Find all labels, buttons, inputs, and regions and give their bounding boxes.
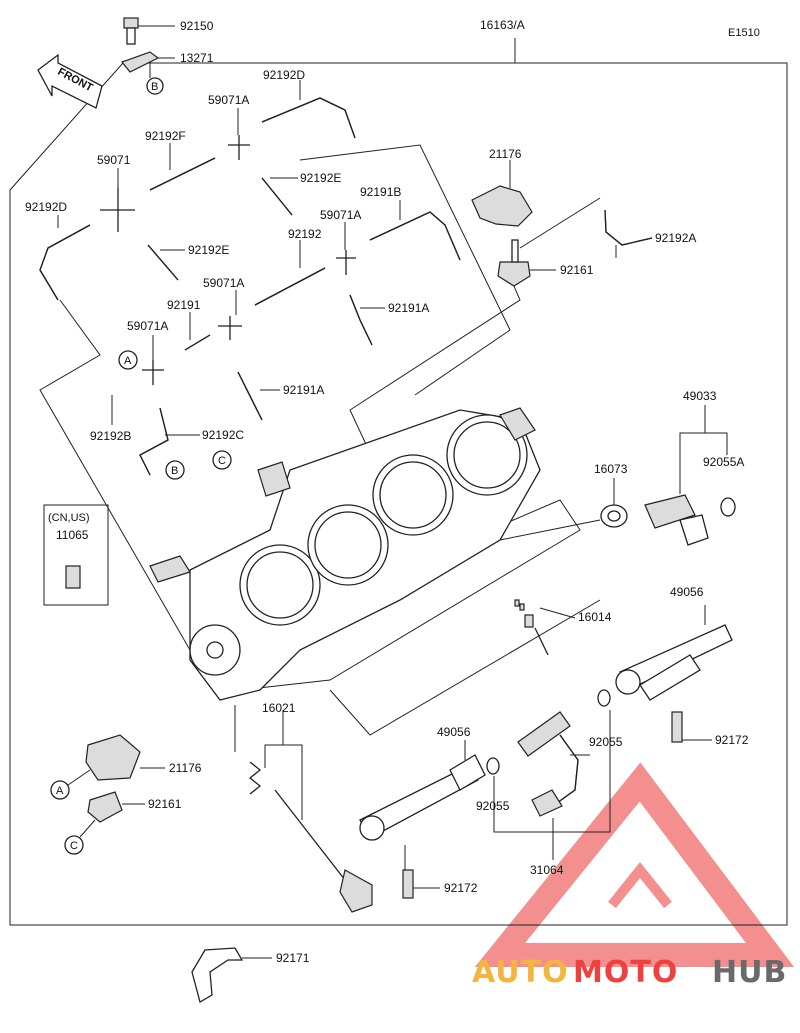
bolt-92150: [123, 17, 175, 45]
part-92192: 92192: [288, 227, 322, 241]
callout-a-1: A: [124, 355, 132, 367]
part-49056-right: 49056: [670, 585, 704, 599]
callout-a-2: A: [56, 785, 64, 797]
part-21176-bottom: 21176: [169, 761, 202, 775]
part-92192D-left: 92192D: [25, 200, 67, 214]
grommet-92161-top: [497, 239, 556, 287]
part-49033: 49033: [683, 389, 717, 403]
front-arrow: FRONT: [37, 53, 103, 109]
part-92055A: 92055A: [703, 455, 744, 469]
sensor-21176-top: [471, 160, 601, 249]
part-59071A-left: 59071A: [127, 319, 168, 333]
fuel-rail-left: [359, 740, 486, 899]
market-inset-box: (CN,US): [43, 504, 109, 606]
diagram-code: E1510: [728, 27, 760, 39]
plate-13271: [121, 51, 175, 95]
part-92172-left: 92172: [444, 881, 478, 895]
part-13271: 13271: [180, 51, 214, 65]
ring-16073: [499, 478, 628, 541]
fuel-pipe-31064: [517, 711, 579, 860]
assembly-number: 16163/A: [480, 18, 525, 32]
part-21176-top: 21176: [489, 147, 522, 161]
callout-b-1: B: [151, 81, 158, 93]
fuel-rail-right: [615, 605, 733, 743]
part-92192C: 92192C: [202, 428, 244, 442]
part-92192B: 92192B: [90, 429, 131, 443]
part-59071A-mid: 59071A: [320, 208, 361, 222]
part-92171: 92171: [276, 951, 310, 965]
part-92191: 92191: [167, 298, 201, 312]
part-49056-left: 49056: [437, 725, 471, 739]
hose-group-frame: [39, 144, 601, 736]
t-joints: [100, 135, 356, 385]
throttle-body-assembly: [149, 407, 541, 701]
part-92161-bottom: 92161: [148, 797, 182, 811]
part-92191B: 92191B: [360, 185, 401, 199]
part-92191A-right: 92191A: [388, 301, 429, 315]
part-92150: 92150: [180, 19, 214, 33]
part-31064: 31064: [530, 863, 564, 877]
part-16073: 16073: [594, 462, 628, 476]
watermark-auto: AUTO: [472, 955, 569, 990]
o-rings-92055: [486, 689, 611, 833]
market-note: (CN,US): [48, 512, 90, 524]
part-92055-right: 92055: [589, 735, 623, 749]
part-16014: 16014: [578, 610, 612, 624]
part-16021: 16021: [262, 701, 296, 715]
part-92192D-top: 92192D: [263, 68, 305, 82]
part-92192A: 92192A: [655, 231, 696, 245]
leader-lines: [57, 80, 617, 756]
part-92161-top: 92161: [560, 263, 594, 277]
screw-16021: [234, 705, 373, 913]
assembly-outline: [9, 38, 788, 926]
part-92172-right: 92172: [715, 733, 749, 747]
grommet-92161-bottom: [64, 791, 145, 855]
part-92191A-left: 92191A: [283, 383, 324, 397]
vacuum-hoses: [39, 97, 653, 476]
part-92192F: 92192F: [145, 129, 186, 143]
watermark-hub: HUB: [712, 955, 787, 990]
part-92192E-left: 92192E: [188, 243, 229, 257]
callout-c-1: C: [218, 455, 226, 467]
watermark-moto: MOTO: [573, 955, 678, 990]
part-92192E-right: 92192E: [300, 171, 341, 185]
part-59071A-low: 59071A: [203, 276, 244, 290]
callout-b-2: B: [171, 465, 178, 477]
callout-circles: [118, 350, 232, 480]
watermark-text: AUTO MOTO HUB: [472, 955, 787, 990]
screw-16014: [514, 599, 576, 656]
watermark-logo: [474, 762, 795, 967]
part-11065: 11065: [56, 528, 89, 542]
part-59071A-top: 59071A: [208, 93, 249, 107]
callout-c-2: C: [70, 840, 78, 852]
part-92055-left: 92055: [476, 799, 510, 813]
clip-92171: [191, 947, 272, 1003]
injector-49033: [644, 405, 736, 546]
sensor-21176-bottom: [50, 734, 165, 800]
part-59071: 59071: [97, 153, 131, 167]
